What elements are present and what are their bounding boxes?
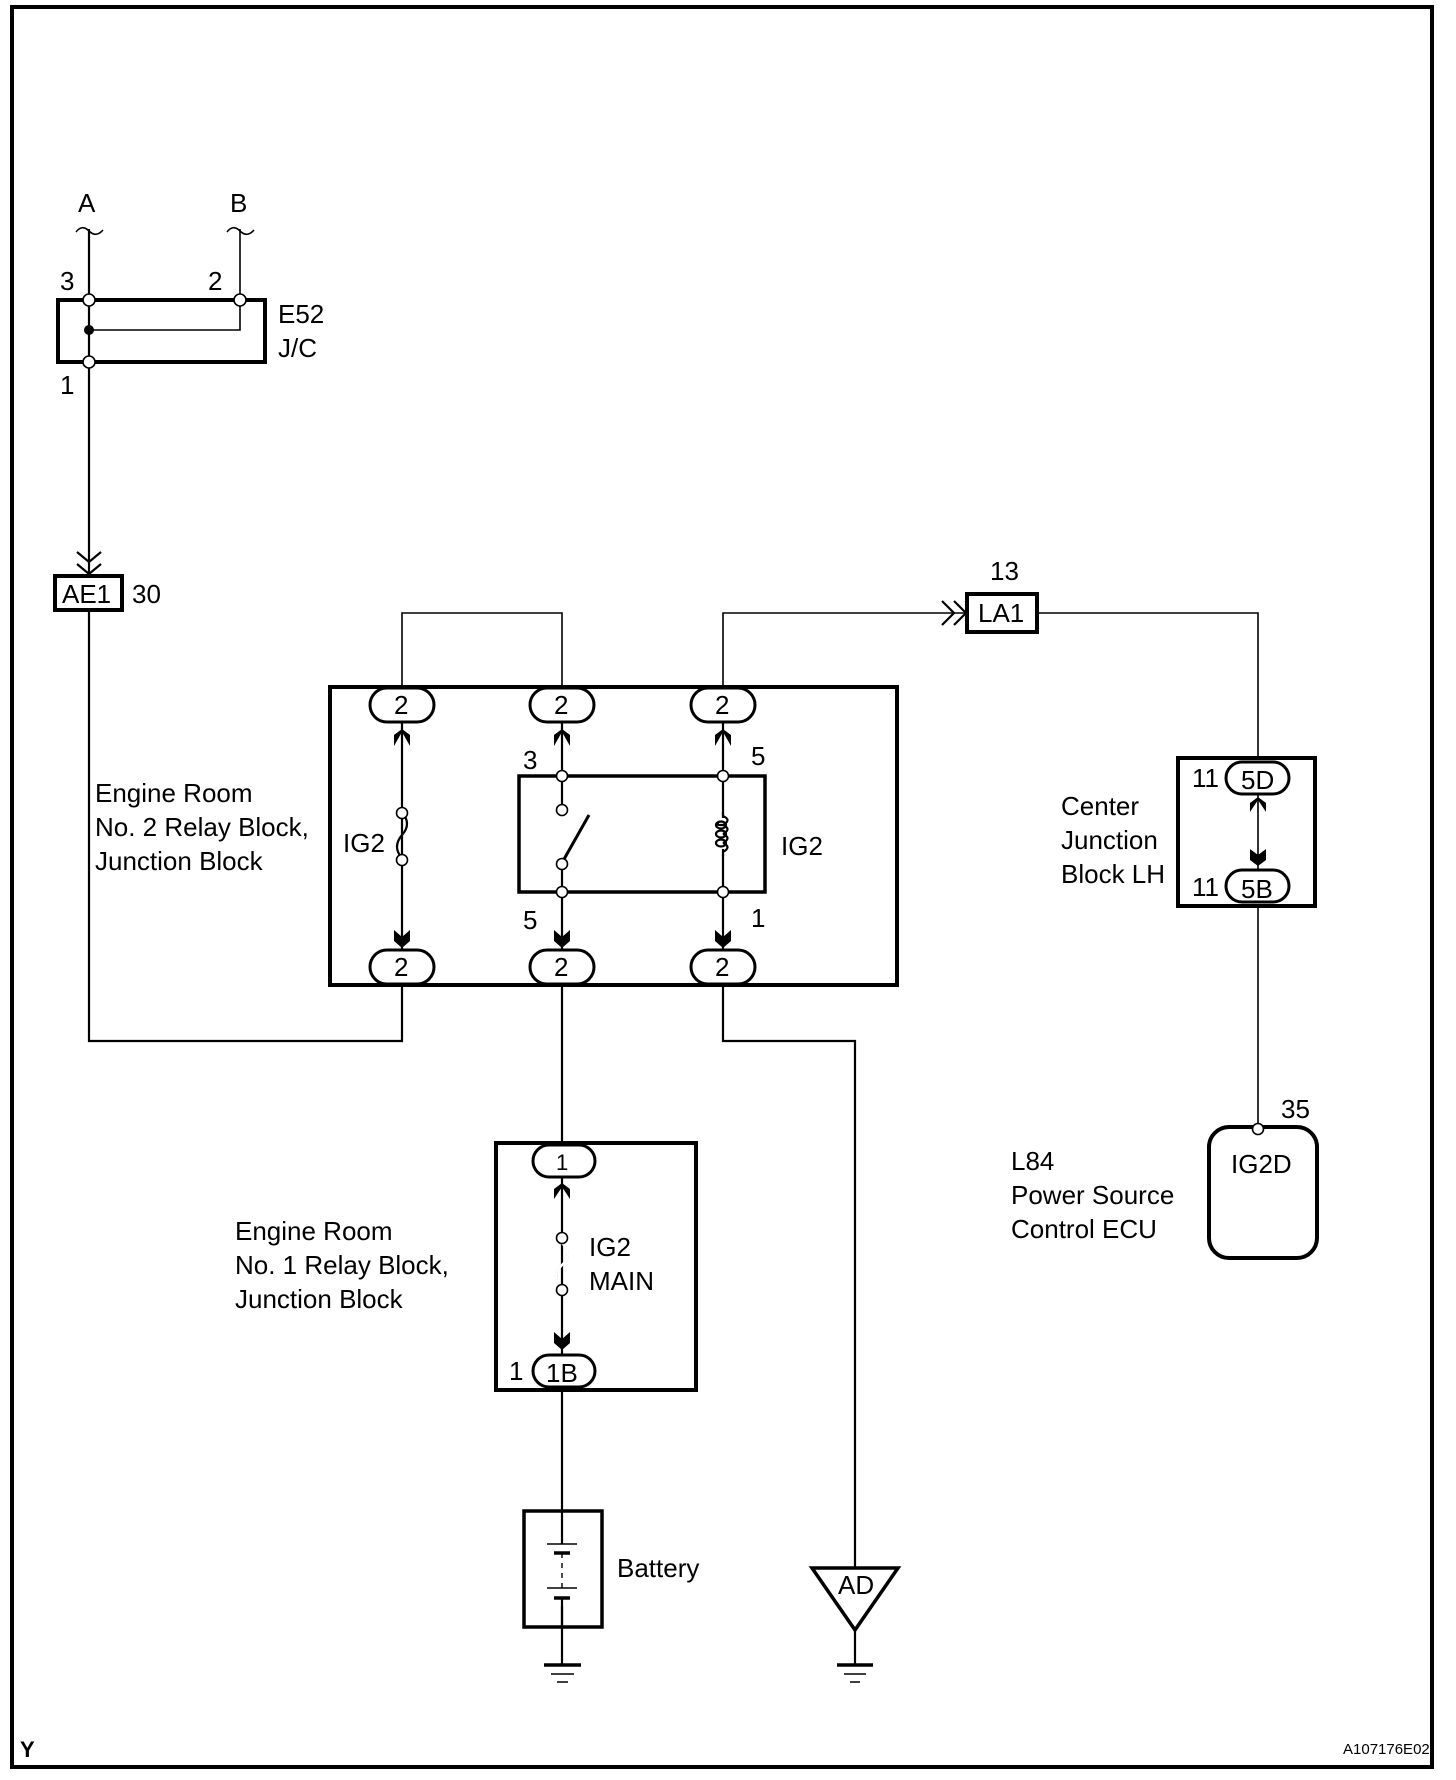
connector-1b-label: 1B	[546, 1358, 578, 1388]
ecu-terminal: IG2D	[1231, 1149, 1292, 1179]
relay-block-no2	[328, 685, 899, 987]
ecu-label-1: L84	[1011, 1146, 1054, 1176]
junction-connector-e52	[56, 293, 267, 369]
relay-block-no1-label-3: Junction Block	[235, 1284, 404, 1314]
diagram-frame	[10, 5, 1434, 1769]
wire-la1-to-center-jb	[1037, 612, 1259, 758]
wire-label-b: B	[230, 188, 247, 218]
relay-block-no2-label-3: Junction Block	[95, 846, 264, 876]
jc-pin-2: 2	[208, 266, 222, 296]
connector-pin: 2	[715, 690, 729, 720]
terminal-node	[82, 355, 96, 369]
relay-pin-5-top: 5	[751, 741, 765, 771]
relay-block-no2-label-2: No. 2 Relay Block,	[95, 812, 309, 842]
ecu-label-2: Power Source	[1011, 1180, 1174, 1210]
fuse-ig2-main-label-1: IG2	[589, 1232, 631, 1262]
connector-pin: 2	[394, 690, 408, 720]
center-jb-pin-top: 11	[1192, 763, 1219, 793]
relay-pin-1: 1	[751, 903, 765, 933]
connector-pin: 2	[715, 952, 729, 982]
power-source-control-ecu	[1207, 1125, 1319, 1260]
connector-pill-1b	[531, 1353, 597, 1389]
center-junction-block-lh	[1176, 756, 1317, 908]
connector-pin: 2	[554, 952, 568, 982]
ground-icon	[837, 1663, 873, 1683]
relay-switch-icon	[561, 814, 591, 862]
switch-contact	[555, 803, 569, 817]
arrow-icon	[554, 1183, 570, 1199]
jc-type: J/C	[278, 333, 317, 363]
wire-ae1-to-relay-block	[87, 610, 404, 1043]
relay-block-no1-label-1: Engine Room	[235, 1216, 393, 1246]
relay-pin-3: 3	[523, 745, 537, 775]
ground-icon	[544, 1663, 581, 1683]
connector-pin: 2	[554, 690, 568, 720]
arrow-icon	[1250, 849, 1266, 866]
center-jb-label-3: Block LH	[1061, 859, 1165, 889]
connector-la1-label: LA1	[978, 598, 1024, 628]
relay-block-no1-label-2: No. 1 Relay Block,	[235, 1250, 449, 1280]
connector-pill	[368, 948, 436, 986]
connector-ae1-label: AE1	[62, 579, 111, 609]
connector-pill-5b	[1224, 868, 1291, 904]
connector-5b-label: 5B	[1241, 874, 1273, 904]
jc-pin-1: 1	[60, 370, 74, 400]
fuse-icon	[395, 811, 409, 859]
ecu-pin: 35	[1281, 1094, 1310, 1124]
fuse-ig2-label: IG2	[343, 828, 385, 858]
figure-id: A107176E02	[1343, 1741, 1430, 1758]
relay-block-no2-label-1: Engine Room	[95, 778, 253, 808]
ground-point-ad	[808, 1566, 902, 1634]
connector-la1-pin: 13	[990, 556, 1019, 586]
connector-ae1-pin: 30	[132, 579, 161, 609]
connector-pill	[531, 1143, 597, 1179]
center-jb-label-2: Junction	[1061, 825, 1158, 855]
center-jb-label-1: Center	[1061, 791, 1139, 821]
terminal-node	[82, 293, 96, 307]
connector-pill	[689, 948, 757, 986]
connector-pill	[368, 686, 436, 724]
connector-pill	[528, 948, 596, 986]
wire-relay-to-ground-ad	[721, 985, 857, 1569]
jc-pin-3: 3	[60, 266, 74, 296]
connector-5d-label: 5D	[1241, 765, 1274, 795]
relay-pin-5-bottom: 5	[523, 905, 537, 935]
relay-coil-icon	[714, 812, 732, 856]
arrow-icon	[554, 1332, 570, 1350]
ecu-label-3: Control ECU	[1011, 1214, 1157, 1244]
connector-pill	[689, 686, 757, 724]
wire-relay-to-la1	[722, 612, 967, 687]
connector-pin: 2	[394, 952, 408, 982]
relay-block-no1	[494, 1141, 698, 1392]
connector-pill	[528, 686, 596, 724]
splice-dot	[84, 325, 94, 335]
arrow-icons	[394, 729, 731, 948]
battery-icon	[547, 1536, 578, 1627]
wire-jumper-top	[401, 612, 563, 687]
battery-label: Battery	[617, 1553, 699, 1583]
relay-ig2-label: IG2	[781, 831, 823, 861]
terminal-node	[1251, 1122, 1265, 1136]
fusible-link-icon	[554, 1242, 570, 1288]
corner-mark: Y	[20, 1737, 35, 1762]
terminal-node	[233, 293, 247, 307]
ground-ad-label: AD	[838, 1570, 874, 1600]
wire-label-a: A	[78, 188, 96, 218]
switch-contact	[555, 857, 569, 871]
relay-block-no1-bottom-pin: 1	[509, 1356, 523, 1386]
jc-name: E52	[278, 299, 324, 329]
fuse-ig2-main-label-2: MAIN	[589, 1266, 654, 1296]
arrow-icon	[1250, 797, 1266, 812]
center-jb-pin-bottom: 11	[1192, 872, 1219, 902]
relay-block-no1-top-pin: 1	[556, 1150, 568, 1175]
connector-pill-5d	[1224, 760, 1291, 796]
